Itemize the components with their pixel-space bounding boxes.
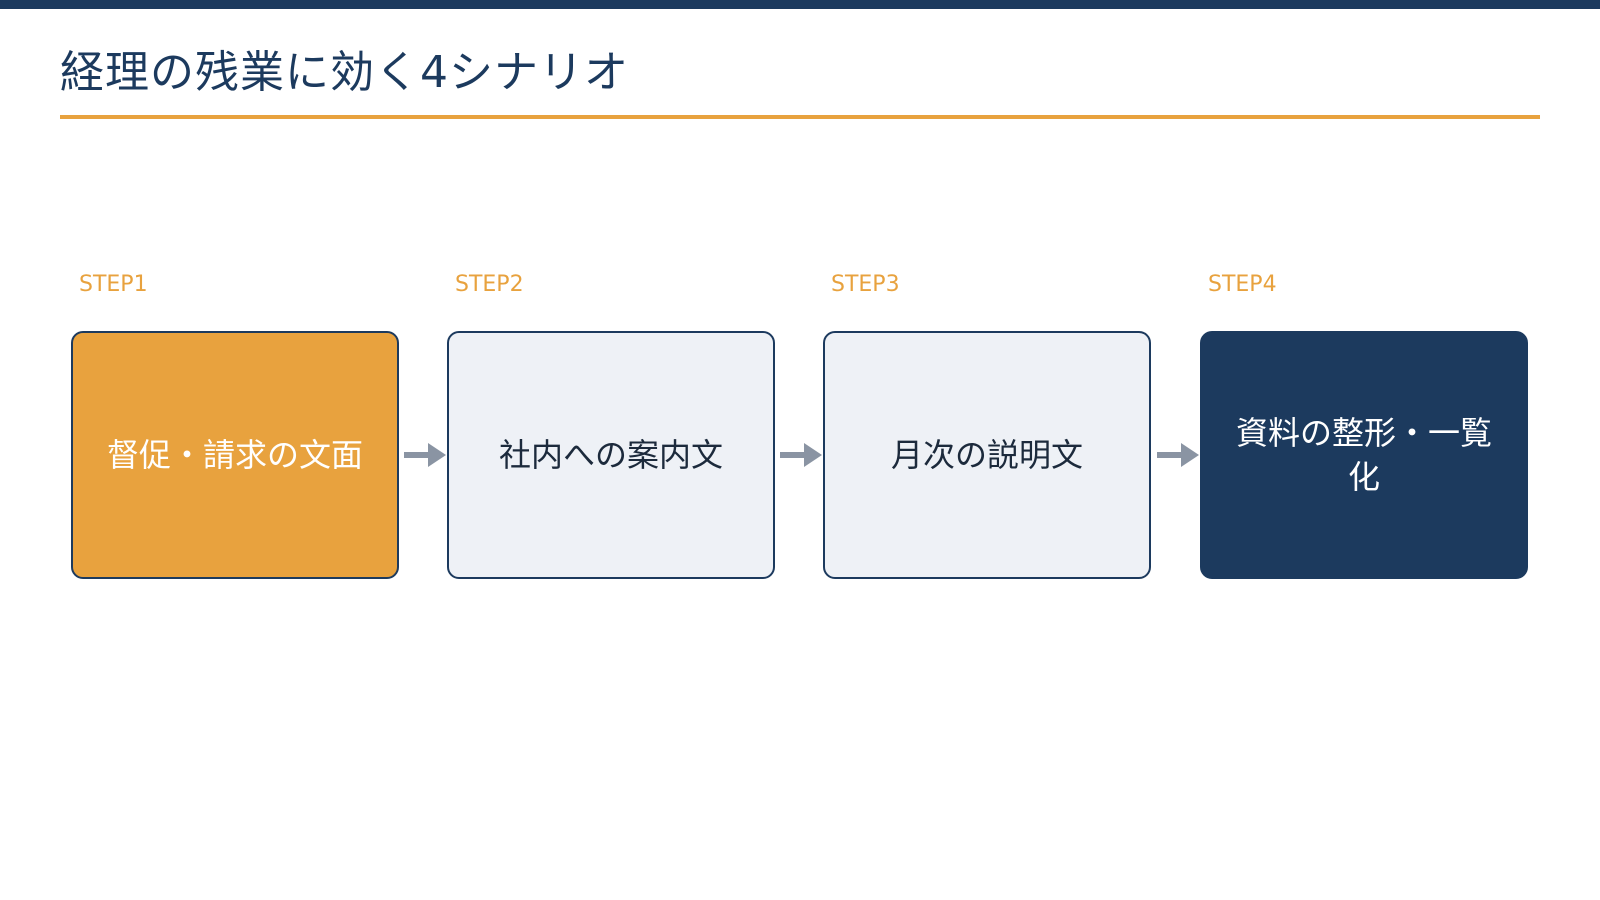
- step-3-label: STEP3: [831, 272, 900, 297]
- step-3-text: 月次の説明文: [890, 436, 1083, 474]
- step-2-box: 社内への案内文: [447, 331, 775, 579]
- step-3-box: 月次の説明文: [823, 331, 1151, 579]
- step-1-label: STEP1: [79, 272, 148, 297]
- step-1-text: 督促・請求の文面: [106, 436, 363, 474]
- step-1-box: 督促・請求の文面: [71, 331, 399, 579]
- arrow-right-icon: [780, 443, 822, 467]
- step-2-text: 社内への案内文: [498, 436, 723, 474]
- slide-title: 経理の残業に効く4シナリオ: [60, 47, 629, 98]
- step-4-box: 資料の整形・一覧化: [1200, 331, 1528, 579]
- title-underline: [60, 115, 1540, 119]
- arrow-right-icon: [404, 443, 446, 467]
- step-4-label: STEP4: [1208, 272, 1277, 297]
- top-accent-bar: [0, 0, 1600, 9]
- step-4-text: 資料の整形・一覧化: [1235, 414, 1492, 496]
- step-2-label: STEP2: [455, 272, 524, 297]
- arrow-right-icon: [1157, 443, 1199, 467]
